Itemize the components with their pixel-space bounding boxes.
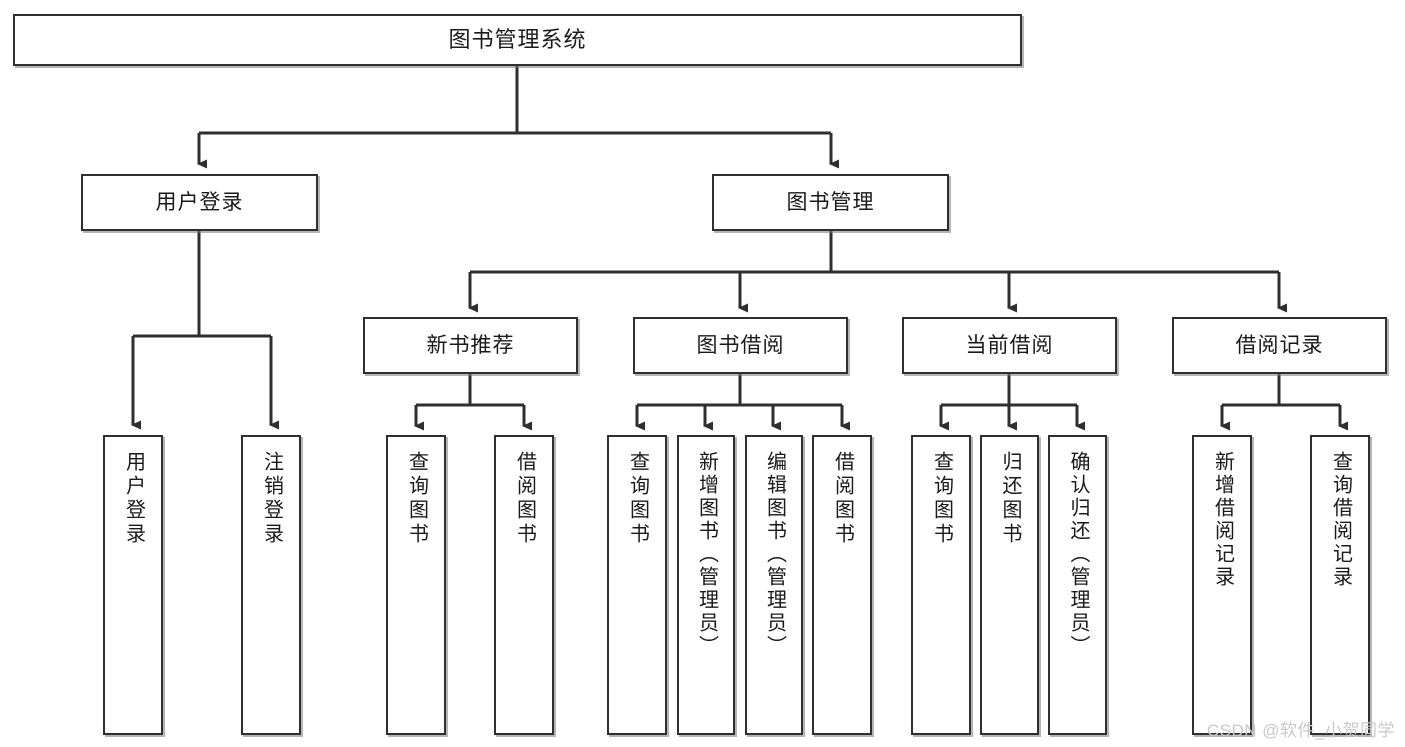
node-label: 查询图书 bbox=[930, 451, 953, 547]
node-label: 注销登录 bbox=[260, 451, 283, 547]
leaf-user-login[interactable]: 用户登录 bbox=[103, 435, 163, 735]
leaf-query-book-3[interactable]: 查询图书 bbox=[911, 435, 971, 735]
node-label: 图书管理 bbox=[786, 190, 875, 214]
leaf-logout[interactable]: 注销登录 bbox=[241, 435, 301, 735]
leaf-return-book[interactable]: 归还图书 bbox=[980, 435, 1039, 735]
leaf-edit-book[interactable]: 编辑图书（管理员） bbox=[745, 435, 803, 735]
node-label: 图书借阅 bbox=[696, 333, 785, 357]
leaf-query-record[interactable]: 查询借阅记录 bbox=[1310, 435, 1370, 735]
node-current-borrow[interactable]: 当前借阅 bbox=[902, 317, 1117, 374]
node-borrow-record[interactable]: 借阅记录 bbox=[1172, 317, 1387, 374]
node-label: 新增借阅记录 bbox=[1211, 451, 1234, 589]
node-new-book-recommend[interactable]: 新书推荐 bbox=[363, 317, 578, 374]
node-book-borrow[interactable]: 图书借阅 bbox=[633, 317, 848, 374]
node-label: 归还图书 bbox=[999, 451, 1021, 547]
leaf-add-book[interactable]: 新增图书（管理员） bbox=[677, 435, 735, 735]
node-label: 查询借阅记录 bbox=[1329, 451, 1352, 589]
node-label: 确认归还（管理员） bbox=[1067, 451, 1089, 658]
leaf-confirm-return[interactable]: 确认归还（管理员） bbox=[1048, 435, 1107, 735]
node-label: 借阅图书 bbox=[513, 451, 536, 547]
node-label: 新增图书（管理员） bbox=[695, 451, 718, 658]
leaf-borrow-book-2[interactable]: 借阅图书 bbox=[812, 435, 872, 735]
node-label: 查询图书 bbox=[405, 451, 428, 547]
node-label: 编辑图书（管理员） bbox=[763, 451, 786, 658]
node-label: 借阅图书 bbox=[831, 451, 854, 547]
node-label: 用户登录 bbox=[155, 190, 244, 214]
node-label: 借阅记录 bbox=[1235, 333, 1324, 357]
node-label: 新书推荐 bbox=[426, 333, 515, 357]
node-root-book-management-system[interactable]: 图书管理系统 bbox=[13, 14, 1022, 66]
csdn-watermark: CSDN @软件_小贺同学 bbox=[1206, 721, 1395, 740]
node-label: 图书管理系统 bbox=[448, 26, 587, 52]
leaf-query-book-2[interactable]: 查询图书 bbox=[607, 435, 667, 735]
node-label: 当前借阅 bbox=[965, 333, 1054, 357]
leaf-query-book-1[interactable]: 查询图书 bbox=[386, 435, 446, 735]
leaf-add-record[interactable]: 新增借阅记录 bbox=[1192, 435, 1252, 735]
leaf-borrow-book-1[interactable]: 借阅图书 bbox=[494, 435, 554, 735]
node-label: 用户登录 bbox=[122, 451, 145, 547]
node-label: 查询图书 bbox=[626, 451, 649, 547]
node-user-login[interactable]: 用户登录 bbox=[81, 174, 318, 231]
node-book-manage[interactable]: 图书管理 bbox=[712, 174, 949, 231]
